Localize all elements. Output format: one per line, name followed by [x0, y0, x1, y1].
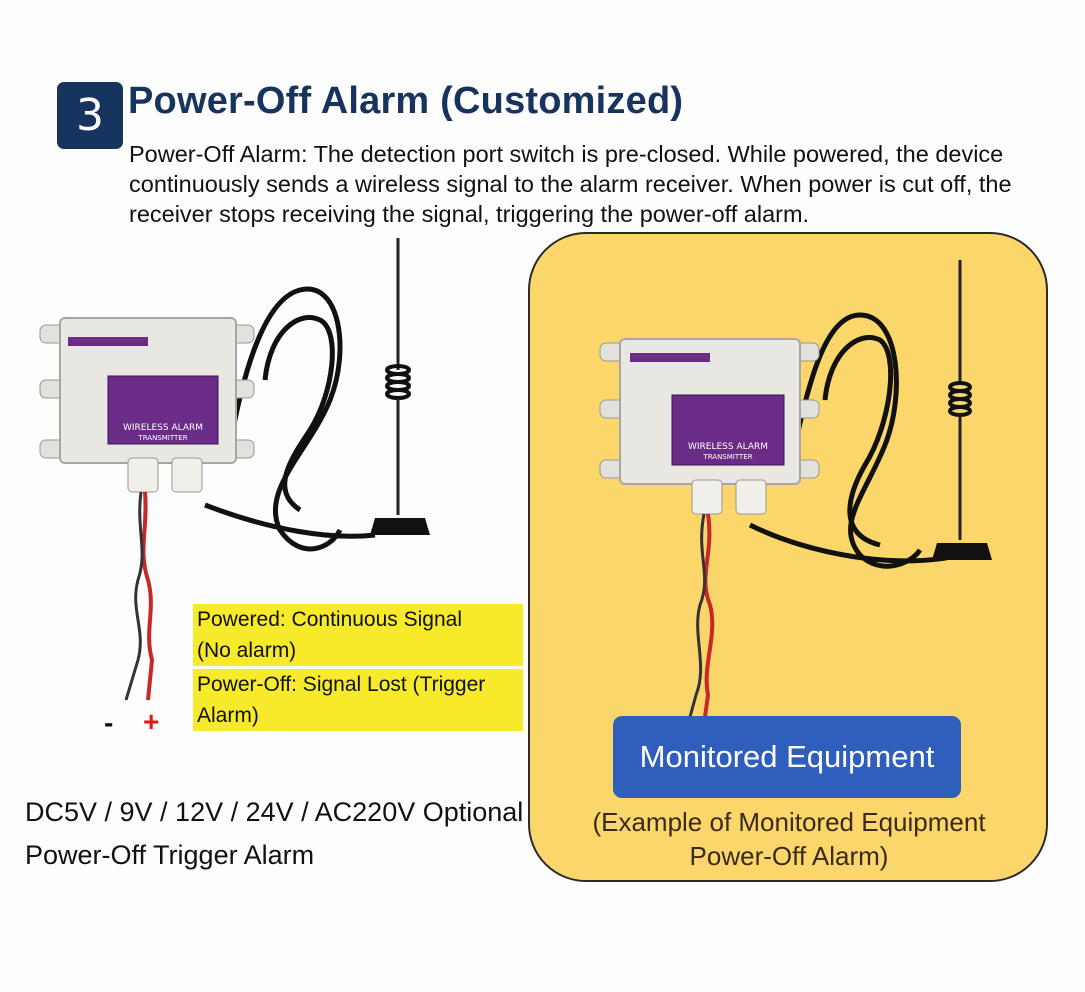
polarity-minus-label: -	[104, 707, 114, 738]
device-label-text: WIRELESS ALARM	[123, 423, 203, 433]
voltage-line: DC5V / 9V / 12V / 24V / AC220V Optional	[25, 797, 524, 827]
device-label-text-connected: WIRELESS ALARM	[688, 442, 768, 452]
step-number-badge: 3	[57, 82, 123, 149]
antenna-coil	[385, 364, 411, 400]
callout-no-alarm-line: (No alarm)	[193, 635, 523, 666]
wireless-alarm-transmitter-image-connected: WIRELESS ALARM TRANSMITTER	[599, 260, 992, 718]
antenna-cable	[204, 502, 376, 539]
power-wire-black	[124, 491, 144, 701]
monitored-equipment-caption: (Example of Monitored Equipment Power-Of…	[592, 807, 986, 871]
signal-status-callout: Powered: Continuous Signal (No alarm) Po…	[193, 604, 523, 734]
cable-gland	[127, 457, 159, 493]
device-label-subtext-connected: TRANSMITTER	[702, 453, 752, 461]
wireless-alarm-transmitter-image: WIRELESS ALARM TRANSMITTER	[39, 238, 430, 701]
page-title: Power-Off Alarm (Customized)	[128, 80, 684, 122]
monitored-equipment-button: Monitored Equipment	[613, 716, 961, 798]
voltage-options-text: DC5V / 9V / 12V / 24V / AC220V Optional …	[25, 791, 523, 877]
callout-powered-line: Powered: Continuous Signal	[193, 604, 523, 635]
callout-power-off-line: Power-Off: Signal Lost (Trigger Alarm)	[193, 669, 523, 731]
power-wire-red	[141, 491, 155, 701]
antenna-magnetic-base	[370, 518, 430, 535]
trigger-line: Power-Off Trigger Alarm	[25, 840, 315, 870]
device-label-subtext: TRANSMITTER	[137, 434, 187, 442]
device-label-plate	[107, 375, 219, 445]
description-text: Power-Off Alarm: The detection port swit…	[129, 141, 1012, 227]
polarity-plus-label: +	[143, 706, 160, 737]
